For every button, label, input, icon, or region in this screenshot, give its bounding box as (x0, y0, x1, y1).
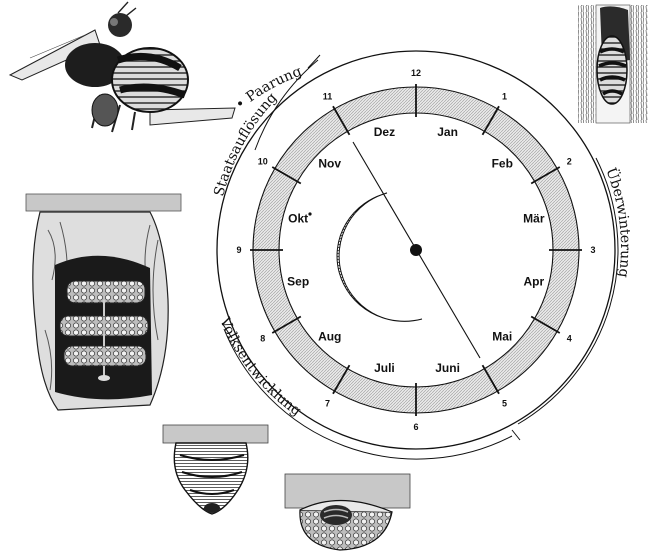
month-label: Aug (318, 329, 341, 343)
month-number: 6 (413, 422, 418, 432)
hornet-queen-illustration (10, 2, 235, 132)
month-number: 7 (325, 398, 330, 408)
month-label: Feb (492, 157, 513, 171)
month-label: Nov (318, 157, 341, 171)
crescent-symbol (337, 193, 422, 321)
month-number: 10 (258, 157, 268, 167)
month-number: 9 (236, 245, 241, 255)
month-number: 1 (502, 92, 507, 102)
hibernating-queen-illustration (578, 5, 648, 123)
month-number: 12 (411, 68, 421, 78)
month-label: Juli (374, 361, 395, 375)
month-number: 4 (567, 334, 572, 344)
month-label: Juni (435, 361, 460, 375)
initial-nest-closed-illustration (163, 425, 268, 514)
month-label: Apr (524, 275, 545, 289)
month-label: Jan (437, 125, 458, 139)
month-number: 5 (502, 398, 507, 408)
month-label: Mai (492, 329, 512, 343)
initial-nest-open-illustration (285, 474, 410, 550)
month-label: Mär (523, 211, 545, 225)
month-number: 3 (590, 245, 595, 255)
month-label: Dez (374, 125, 395, 139)
ueberwinterung-label: Überwinterung (602, 165, 633, 278)
month-label: Okt (288, 211, 308, 225)
mature-nest-illustration (26, 194, 181, 410)
month-label: Sep (287, 275, 309, 289)
marker-dot (308, 212, 311, 215)
center-dot (410, 244, 422, 256)
month-number: 8 (260, 334, 265, 344)
month-number: 11 (323, 92, 333, 102)
month-number: 2 (567, 157, 572, 167)
